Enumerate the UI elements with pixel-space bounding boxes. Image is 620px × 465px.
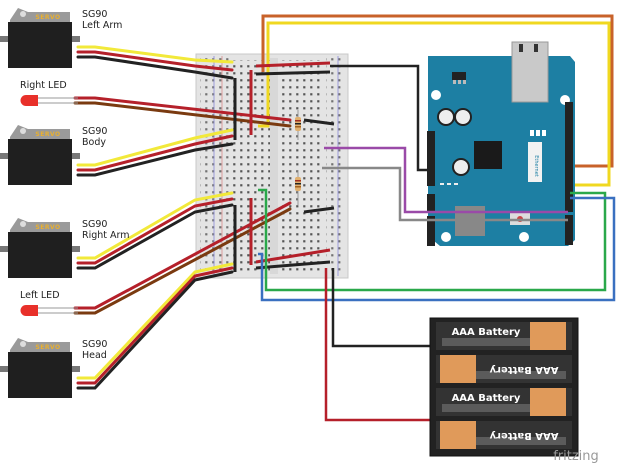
battery-cell: AAA Battery <box>436 355 572 383</box>
breadboard <box>195 53 349 279</box>
servo-case-label: SERVO <box>35 344 60 351</box>
led-right: Right LED <box>20 80 78 106</box>
battery-label: AAA Battery <box>452 327 521 338</box>
chip <box>474 141 502 169</box>
servo-model-label: SG90 <box>82 339 107 350</box>
servo-case-label: SERVO <box>35 14 60 21</box>
servo-body <box>8 139 72 185</box>
battery-cell: AAA Battery <box>436 322 572 350</box>
arduino-ethernet-board: Ethernet <box>427 41 575 246</box>
battery-label: AAA Battery <box>489 430 558 441</box>
servo-top <box>10 338 70 352</box>
battery-label: AAA Battery <box>452 393 521 404</box>
servo-model-label: SG90 <box>82 219 107 230</box>
header-right <box>565 102 573 212</box>
servo-model-label: SG90 <box>82 9 107 20</box>
servo-name-label: Right Arm <box>82 230 130 241</box>
servo-case-label: SERVO <box>35 224 60 231</box>
header-left-top <box>427 131 435 186</box>
battery-cell: AAA Battery <box>436 421 572 449</box>
servo-body <box>8 352 72 398</box>
wire-yellow <box>258 21 611 187</box>
servo-wires <box>73 45 292 390</box>
servo-name-label: Body <box>82 137 106 148</box>
resistor-1 <box>295 110 301 140</box>
servo-top <box>10 125 70 139</box>
ethernet-jack <box>511 41 549 103</box>
servo-horn-icon <box>20 341 26 347</box>
battery-terminal <box>440 421 476 449</box>
servo-horn-icon <box>20 128 26 134</box>
board-logo-text: Ethernet <box>533 155 539 177</box>
fritzing-watermark: fritzing <box>553 449 599 464</box>
servo-case-label: SERVO <box>35 131 60 138</box>
servo-name-label: Left Arm <box>82 20 122 31</box>
servo-body <box>8 22 72 68</box>
servo-model-label: SG90 <box>82 126 107 137</box>
led-left: Left LED <box>20 290 78 316</box>
battery-terminal <box>530 388 566 416</box>
led-bulb-icon <box>20 305 38 316</box>
resistor-2 <box>295 170 301 205</box>
led-label: Right LED <box>20 80 67 91</box>
led-bulb-icon <box>20 95 38 106</box>
arduino-wires <box>258 64 616 422</box>
led-label: Left LED <box>20 290 60 301</box>
wire-orange <box>261 14 614 168</box>
servo-top <box>10 8 70 22</box>
servo-name-label: Head <box>82 350 107 361</box>
battery-label: AAA Battery <box>489 364 558 375</box>
servo-top <box>10 218 70 232</box>
servo-body <box>8 232 72 278</box>
servo-horn-icon <box>20 11 26 17</box>
battery-terminal <box>530 322 566 350</box>
battery-terminal <box>440 355 476 383</box>
servo-horn-icon <box>20 221 26 227</box>
battery-cell: AAA Battery <box>436 388 572 416</box>
breadboard-jumpers <box>233 61 335 272</box>
wires-top <box>258 14 614 187</box>
